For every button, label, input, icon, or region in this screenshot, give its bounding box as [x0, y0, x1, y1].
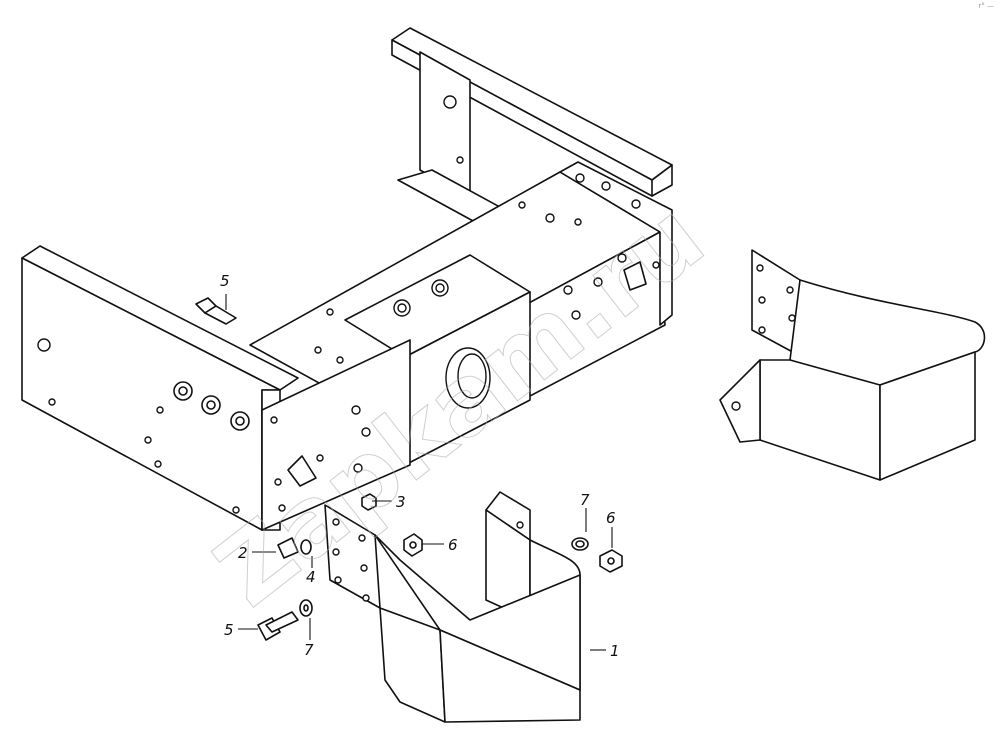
- spring-washer: [571, 537, 589, 551]
- step-bracket: [324, 491, 581, 723]
- callout-label: 6: [606, 509, 616, 527]
- callout-label: 2: [238, 544, 248, 562]
- bolt: [257, 611, 299, 641]
- callout-label: 4: [306, 568, 316, 586]
- callout-5-bottom: 5: [224, 621, 258, 639]
- nut: [403, 533, 423, 557]
- washer: [300, 539, 312, 555]
- callout-7-right: 7: [580, 491, 590, 532]
- callout-3: 3: [372, 493, 406, 511]
- callout-7-left: 7: [304, 618, 314, 659]
- bolt-short: [277, 537, 299, 559]
- frame-assembly: [21, 27, 673, 531]
- callout-label: 5: [224, 621, 234, 639]
- callout-label: 5: [220, 272, 230, 290]
- mounted-nut: [173, 381, 250, 431]
- callout-label: 3: [396, 493, 406, 511]
- callout-label: 6: [448, 536, 458, 554]
- callout-1: 1: [590, 642, 620, 660]
- callout-5-top: 5: [220, 272, 230, 310]
- callout-2: 2: [238, 544, 276, 562]
- front-end-plate: [261, 339, 411, 531]
- front-side-member: [21, 245, 299, 531]
- callout-6-right: 6: [606, 509, 616, 548]
- corner-mark: r° —: [978, 2, 994, 10]
- nut-small: [361, 493, 377, 511]
- rear-side-member: [391, 27, 673, 199]
- callout-label: 7: [304, 641, 314, 659]
- callout-6-left: 6: [422, 536, 458, 554]
- step-bracket-right: [719, 249, 986, 481]
- nut: [599, 549, 623, 573]
- callout-4: 4: [306, 556, 316, 586]
- washer: [299, 599, 313, 617]
- right-end-plate: [559, 161, 673, 326]
- callout-label: 1: [610, 642, 620, 660]
- bolt: [195, 297, 237, 325]
- callout-label: 7: [580, 491, 590, 509]
